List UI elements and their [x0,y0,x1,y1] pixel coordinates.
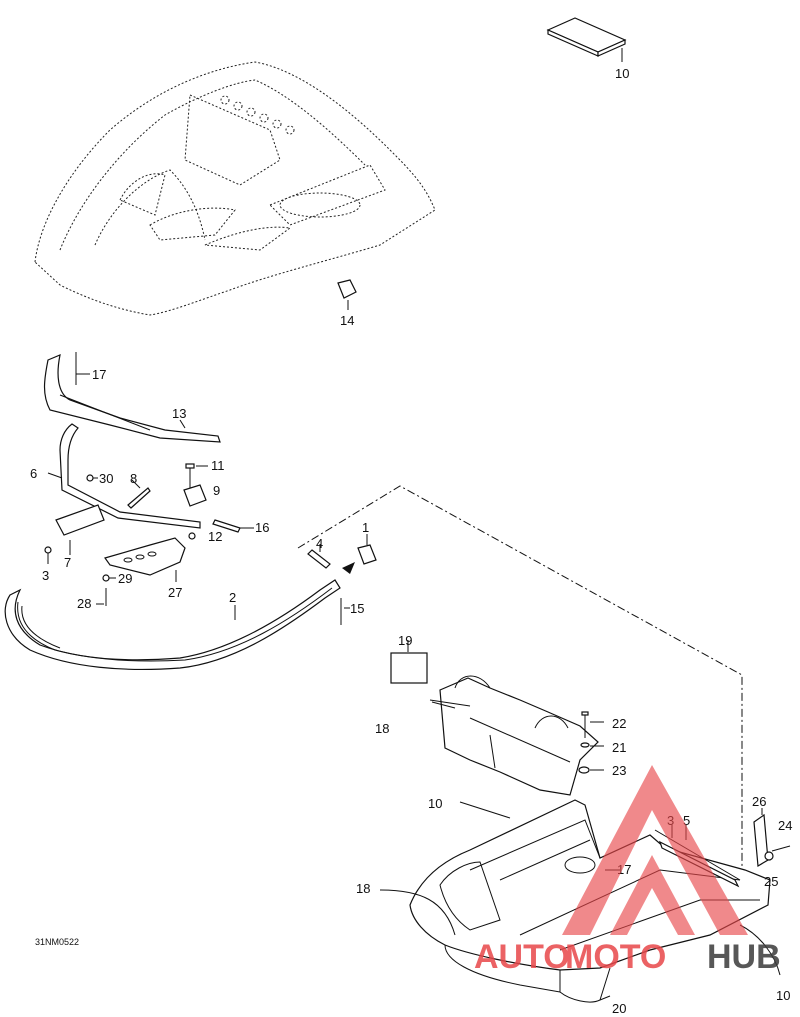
watermark-text-moto: MOTO [565,938,666,976]
bumper-part-2 [4,562,355,671]
callout-29: 29 [118,571,132,586]
callout-10-middle: 10 [428,796,442,811]
assembly-reference-line [297,485,743,868]
callout-18-upper: 18 [375,721,389,736]
callout-5: 5 [683,813,690,828]
label-pad-part [546,17,627,62]
watermark-text-auto: AUTO [474,938,570,976]
drawing-code: 31NM0522 [35,937,79,947]
callout-30: 30 [99,471,113,486]
callout-4: 4 [316,536,323,551]
callout-12: 12 [208,529,222,544]
callout-2: 2 [229,590,236,605]
clip-part-14 [337,279,357,310]
callout-6: 6 [30,466,37,481]
callout-3-left: 3 [42,568,49,583]
callout-11: 11 [211,458,225,473]
callout-18-lower: 18 [356,881,370,896]
callout-20: 20 [612,1001,626,1016]
callout-15: 15 [350,601,364,616]
callout-labels: 10 14 17 13 6 30 8 11 9 16 12 1 4 3 7 29… [30,66,792,1016]
callout-9: 9 [213,483,220,498]
callout-27: 27 [168,585,182,600]
callout-14: 14 [340,313,354,328]
callout-16: 16 [255,520,269,535]
hood-outline [34,61,436,316]
callout-10-top: 10 [615,66,629,81]
decal-part-19 [390,640,428,684]
watermark-text-hub: HUB [707,938,781,976]
support-part-18 [429,675,599,796]
watermark-inner-triangle-icon [610,855,695,935]
hinge-parts-right [753,808,791,868]
callout-19: 19 [398,633,412,648]
callout-8: 8 [130,471,137,486]
hardware-parts [44,463,377,625]
watermark-logo: AUTO MOTO HUB [474,765,781,976]
callout-21: 21 [612,740,626,755]
bracket-part-27 [104,537,186,582]
callout-26: 26 [752,794,766,809]
callout-13: 13 [172,406,186,421]
callout-24: 24 [778,818,792,833]
watermark-triangle-icon [562,765,748,935]
reinforcement-part-13 [43,352,221,443]
callout-25: 25 [764,874,778,889]
hardware-right [578,711,604,774]
callout-7: 7 [64,555,71,570]
callout-1: 1 [362,520,369,535]
callout-10-bottom: 10 [776,988,790,1003]
callout-28: 28 [77,596,91,611]
callout-22: 22 [612,716,626,731]
callout-17-upper: 17 [92,367,106,382]
bracket-part-6 [47,423,201,529]
callout-23: 23 [612,763,626,778]
